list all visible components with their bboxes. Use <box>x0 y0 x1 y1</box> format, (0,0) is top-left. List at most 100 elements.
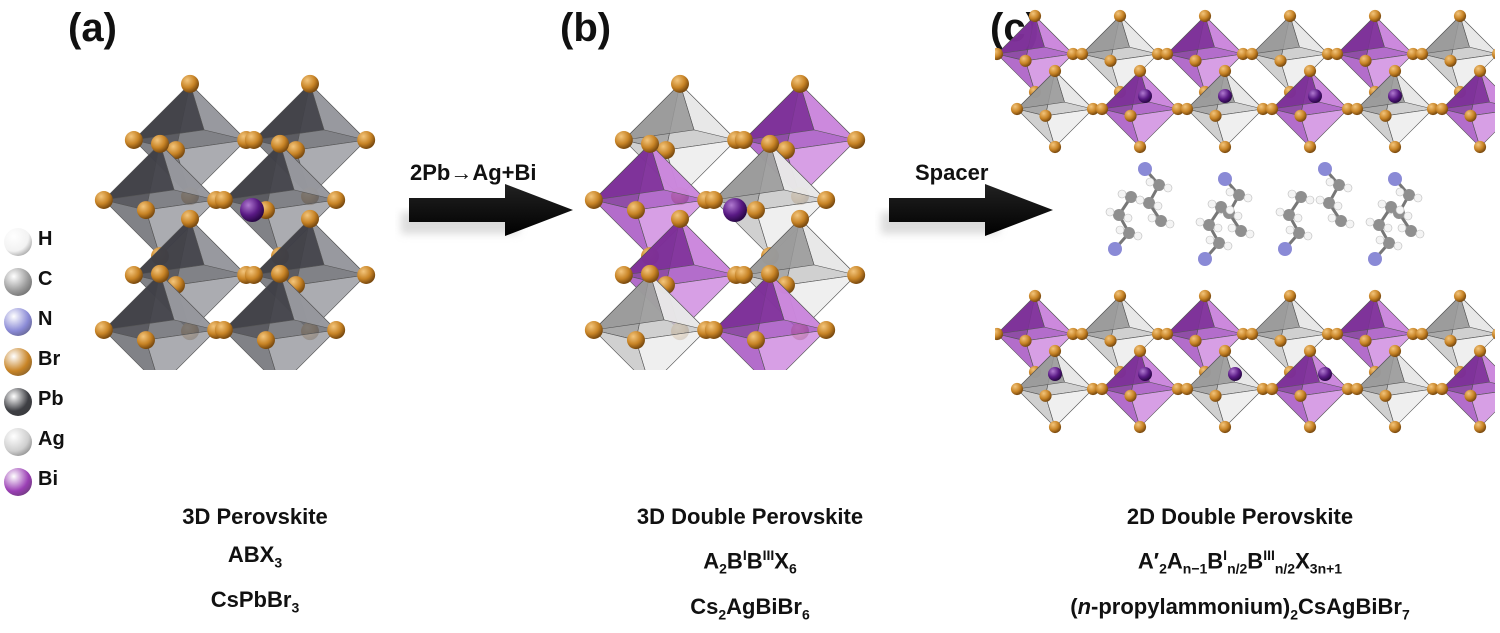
octahedron-face <box>1385 388 1434 428</box>
octahedron-face <box>265 329 338 370</box>
br-atom <box>817 321 836 339</box>
br-atom <box>1330 47 1344 61</box>
formula-superscript: III <box>1263 547 1275 563</box>
br-atom <box>1406 327 1420 341</box>
br-atom <box>94 191 113 209</box>
br-atom <box>626 331 645 350</box>
formula-part: -propylammonium) <box>1091 593 1291 619</box>
spacer-arrow <box>881 184 1053 236</box>
br-atom <box>1406 47 1420 61</box>
br-atom <box>1075 47 1089 61</box>
formula-subscript: 3 <box>291 599 300 616</box>
br-atom <box>1048 344 1062 358</box>
br-atom <box>1303 64 1317 78</box>
br-atom <box>791 209 809 228</box>
octahedron-face <box>1441 70 1490 110</box>
h-atom <box>1205 235 1215 245</box>
br-atom <box>136 201 155 220</box>
n-atom <box>1218 172 1232 186</box>
br-atom <box>1491 328 1495 340</box>
br-atom <box>1473 64 1487 78</box>
br-atom <box>1444 334 1457 347</box>
formula-part: A <box>703 548 720 574</box>
propylammonium-chain <box>1373 206 1393 260</box>
octahedron-face <box>1130 388 1179 428</box>
br-atom <box>817 191 836 209</box>
h-atom <box>1333 201 1343 211</box>
br-atom <box>1180 102 1194 116</box>
formula-part: AgBiBr <box>726 593 802 619</box>
br-atom <box>1171 102 1185 116</box>
br-atom <box>656 141 675 160</box>
formula-subscript: 2 <box>1159 560 1167 577</box>
c-atom <box>1155 215 1167 227</box>
ag-atom-icon <box>4 428 32 456</box>
h-atom <box>1413 193 1423 203</box>
br-atom <box>584 321 603 339</box>
octahedron-face <box>1101 350 1150 390</box>
octahedron-face <box>1336 15 1385 55</box>
octahedron-face <box>742 83 815 141</box>
br-atom <box>1350 102 1364 116</box>
octahedron-face <box>1186 350 1235 390</box>
br-atom <box>1435 102 1449 116</box>
cs-atom <box>1228 367 1242 381</box>
br-atom <box>1359 334 1372 347</box>
arrow-label-substitution: 2Pb→Ag+Bi <box>410 160 537 185</box>
octahedron-face <box>996 295 1045 335</box>
n-atom <box>1388 172 1402 186</box>
br-atom <box>1019 334 1032 347</box>
br-atom <box>1189 54 1202 67</box>
br-atom <box>1028 289 1042 303</box>
octahedron-face <box>252 218 325 276</box>
br-atom <box>1453 9 1467 23</box>
legend-label: Br <box>38 348 61 370</box>
formula-part: X <box>774 548 789 574</box>
cs-atom <box>1048 367 1062 381</box>
formula-part: CsPbBr <box>210 587 292 613</box>
br-atom <box>1095 102 1109 116</box>
h-atom <box>1397 223 1407 233</box>
h-atom <box>1135 195 1145 205</box>
octahedron-face <box>622 218 695 276</box>
br-atom <box>1379 389 1392 402</box>
perovskite-3d-structure <box>94 74 376 370</box>
c-atom <box>1403 189 1415 201</box>
caption-c: 2D Double Perovskite A′2An−1BIn/2BIIIn/2… <box>1020 498 1460 633</box>
br-atom <box>1066 47 1080 61</box>
octahedron-face <box>1421 295 1470 335</box>
formula-part: Cs <box>690 593 719 619</box>
octahedron-face <box>712 273 785 331</box>
h-atom <box>1303 231 1313 241</box>
br-atom <box>124 131 143 149</box>
octahedron-face <box>1251 15 1300 55</box>
cs-atom <box>1318 367 1332 381</box>
br-atom <box>1473 344 1487 358</box>
br-atom <box>1359 54 1372 67</box>
br-atom <box>1218 344 1232 358</box>
br-atom <box>1133 420 1147 434</box>
c-atom <box>1323 197 1335 209</box>
br-atom <box>1048 420 1062 434</box>
octahedron-face <box>222 143 295 201</box>
h-atom <box>1395 187 1405 197</box>
double-perovskite-2d-structure <box>995 9 1495 434</box>
h-atom <box>1195 217 1205 227</box>
formula-subscript: n/2 <box>1227 560 1248 577</box>
formula-part: CsAgBiBr <box>1298 593 1402 619</box>
br-atom <box>1218 64 1232 78</box>
c-atom <box>1235 225 1247 237</box>
br-atom <box>1218 140 1232 154</box>
br-atom <box>1388 140 1402 154</box>
br-atom <box>244 131 263 149</box>
br-atom <box>1236 327 1250 341</box>
br-atom <box>256 331 275 350</box>
n-atom <box>1138 162 1152 176</box>
br-atom <box>1245 47 1259 61</box>
br-atom <box>1019 54 1032 67</box>
c-atom <box>1213 237 1225 249</box>
br-atom <box>1303 420 1317 434</box>
double-perovskite-3d-structure <box>584 74 866 370</box>
cs-atom <box>1218 89 1232 103</box>
h-atom <box>1133 231 1143 241</box>
